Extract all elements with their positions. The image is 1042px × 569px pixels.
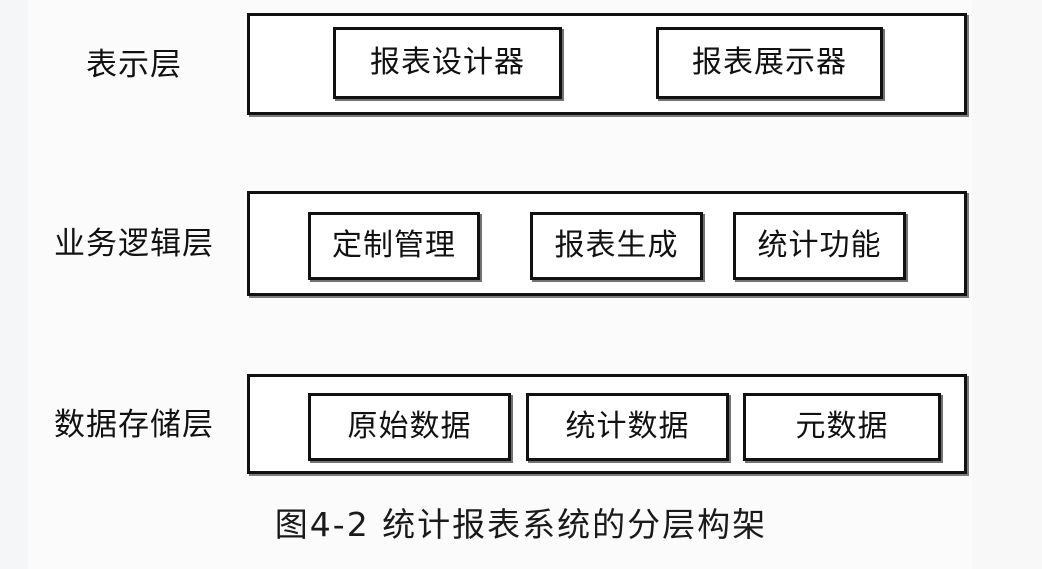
node-label-report-generation: 报表生成: [554, 228, 679, 263]
node-label-statistics-function: 统计功能: [757, 228, 882, 263]
layer-label-business-logic: 业务逻辑层: [54, 226, 214, 262]
layer-container-presentation: 报表设计器 报表展示器: [247, 13, 967, 115]
node-customization-management[interactable]: 定制管理: [308, 212, 480, 280]
layer-container-business-logic: 定制管理 报表生成 统计功能: [247, 191, 967, 296]
page-gutter-right: [972, 0, 1042, 569]
node-label-report-viewer: 报表展示器: [692, 45, 847, 80]
node-label-statistical-data: 统计数据: [565, 409, 690, 444]
node-label-customization-management: 定制管理: [332, 228, 456, 263]
layer-label-data-storage: 数据存储层: [54, 407, 214, 443]
node-raw-data[interactable]: 原始数据: [308, 393, 511, 461]
layer-container-data-storage: 原始数据 统计数据 元数据: [247, 374, 967, 474]
node-label-raw-data: 原始数据: [347, 409, 472, 444]
page-gutter-left: [0, 0, 28, 569]
figure-caption: 图4-2 统计报表系统的分层构架: [274, 505, 768, 544]
node-report-viewer[interactable]: 报表展示器: [656, 27, 883, 99]
node-report-designer[interactable]: 报表设计器: [333, 27, 562, 99]
layer-label-presentation: 表示层: [86, 47, 182, 83]
node-statistics-function[interactable]: 统计功能: [733, 212, 906, 280]
node-statistical-data[interactable]: 统计数据: [526, 393, 729, 461]
node-report-generation[interactable]: 报表生成: [530, 212, 703, 280]
node-label-report-designer: 报表设计器: [370, 45, 525, 80]
node-metadata[interactable]: 元数据: [743, 393, 941, 461]
node-label-metadata: 元数据: [795, 409, 889, 444]
